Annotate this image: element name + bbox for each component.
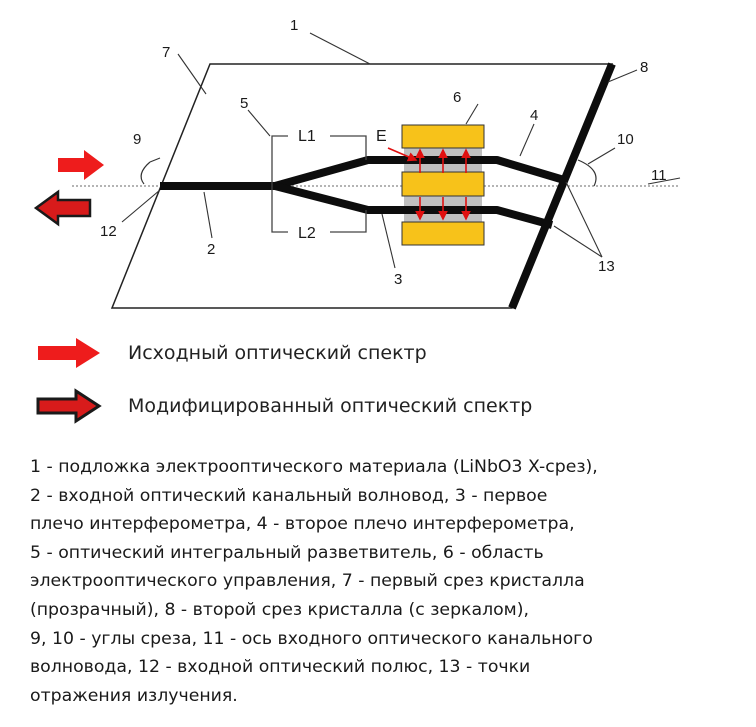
caption-line: плечо интерферометра, 4 - второе плечо и… [30, 514, 575, 535]
field-arrows [387, 147, 471, 221]
caption-line: 2 - входной оптический канальный волново… [30, 485, 548, 506]
label-L1: L1 [298, 128, 316, 145]
caption-line: электрооптического управления, 7 - первы… [30, 571, 585, 592]
angle-10-arc [577, 159, 597, 187]
lower-arm-waveguide [274, 182, 554, 229]
caption-line: 9, 10 - углы среза, 11 - ось входного оп… [30, 628, 593, 649]
interferometer-diagram: 1 7 8 6 5 4 9 10 11 12 2 3 13 L1 L2 E [33, 17, 681, 310]
electrode-top [401, 124, 485, 149]
electrode-bottom [401, 221, 485, 246]
input-arrow-icon [38, 338, 100, 368]
upper-arm-waveguide [273, 156, 566, 190]
mirror-facet [508, 62, 616, 310]
legend-input: Исходный оптический спектр [36, 336, 427, 370]
label-E: E [376, 128, 387, 145]
waveguides [160, 156, 566, 229]
electrode-region [401, 124, 485, 246]
legend-output: Модифицированный оптический спектр [36, 388, 532, 424]
label-12: 12 [100, 223, 117, 240]
label-2: 2 [207, 241, 215, 258]
electrode-middle [401, 171, 485, 197]
label-13: 13 [598, 258, 615, 275]
input-arrow-diagram [58, 150, 104, 180]
output-arrow-icon [36, 388, 102, 424]
caption-line: волновода, 12 - входной оптический полюс… [30, 657, 531, 678]
leader-lines [121, 32, 681, 269]
caption-line: 1 - подложка электрооптического материал… [30, 457, 598, 477]
label-4: 4 [530, 107, 538, 124]
label-7: 7 [162, 44, 170, 61]
label-5: 5 [240, 95, 248, 112]
output-arrow-diagram [33, 189, 92, 227]
label-3: 3 [394, 271, 402, 288]
caption: 1 - подложка электрооптического материал… [30, 453, 742, 710]
legend-output-label: Модифицированный оптический спектр [128, 395, 533, 417]
caption-line: отражения излучения. [30, 685, 238, 706]
label-8: 8 [640, 59, 648, 76]
caption-line: (прозрачный), 8 - второй срез кристалла … [30, 599, 529, 620]
label-L2: L2 [298, 225, 316, 242]
label-10: 10 [617, 131, 634, 148]
label-9: 9 [133, 131, 141, 148]
label-11: 11 [651, 167, 667, 184]
label-1: 1 [290, 17, 298, 34]
label-6: 6 [453, 89, 461, 106]
angle-9-arc [140, 161, 151, 185]
splitter-bracket [271, 135, 367, 233]
angle-9-arc-head [149, 157, 161, 163]
legend-input-label: Исходный оптический спектр [128, 342, 427, 364]
caption-line: 5 - оптический интегральный разветвитель… [30, 542, 544, 563]
